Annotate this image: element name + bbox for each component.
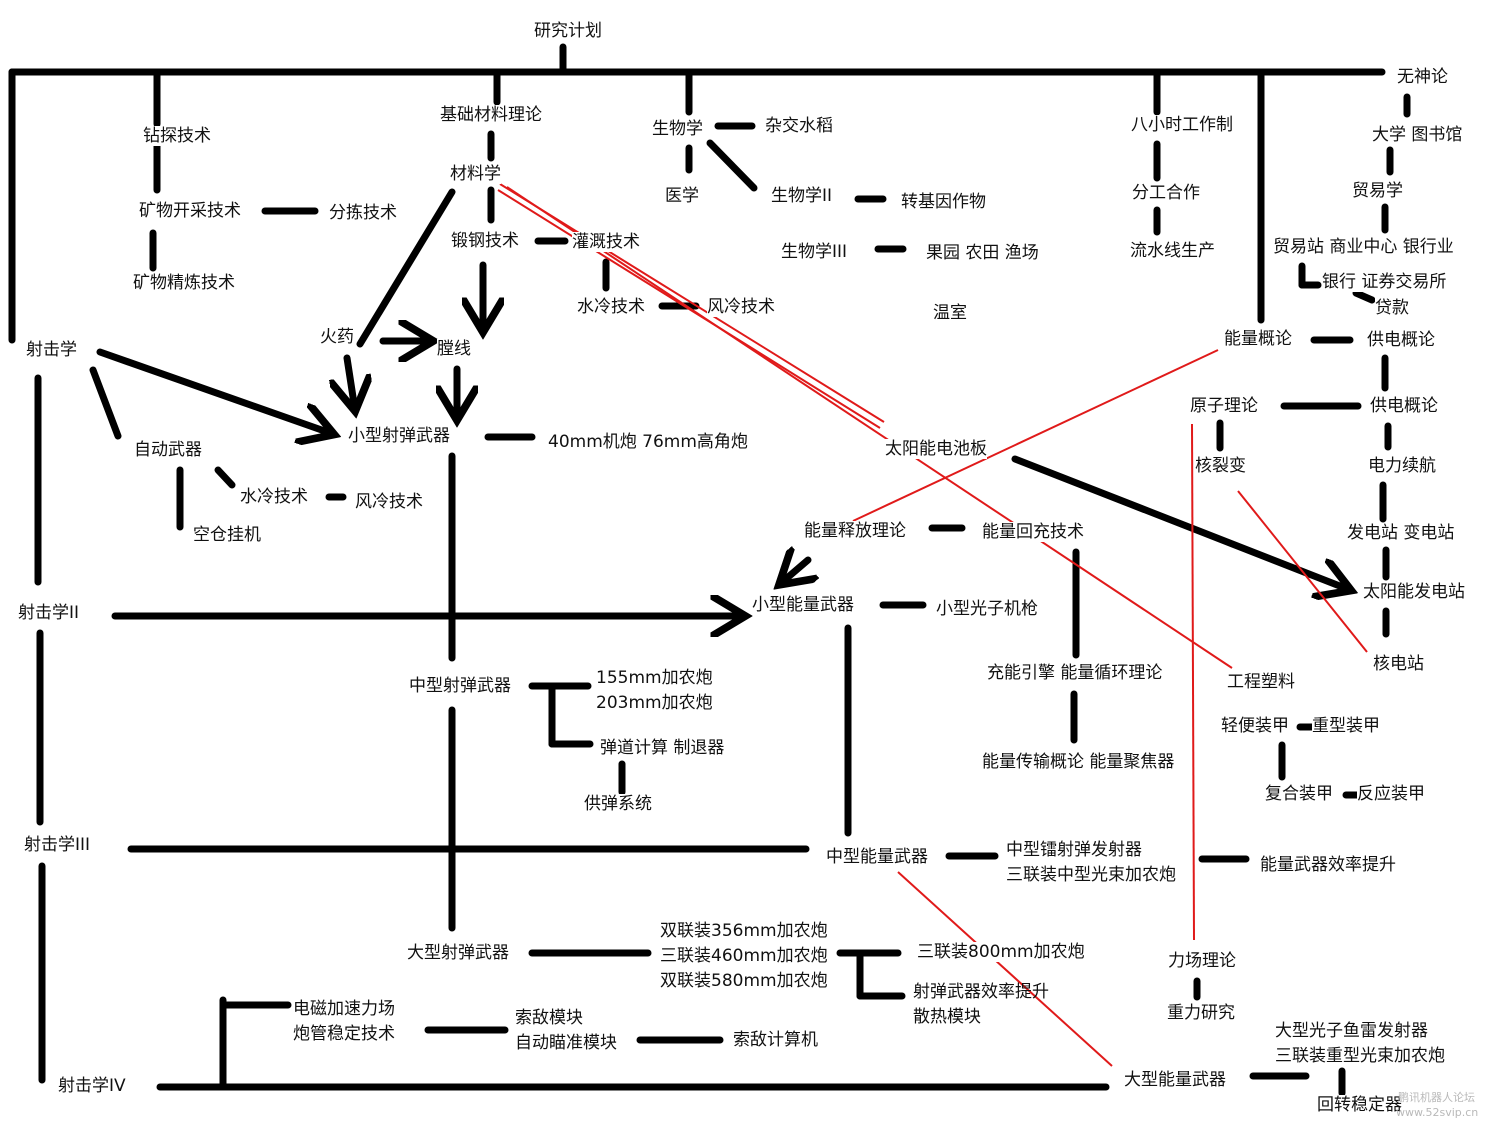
node-composite-armor: 复合装甲 <box>1265 784 1333 804</box>
node-medicine: 医学 <box>665 186 699 206</box>
node-medium-energy: 中型能量武器 <box>826 847 928 867</box>
node-light-armor: 轻便装甲 <box>1221 716 1289 736</box>
node-energy-efficiency: 能量武器效率提升 <box>1260 855 1396 875</box>
node-bank: 银行 证券交易所 <box>1322 272 1447 292</box>
red-link-line <box>852 349 1219 522</box>
node-eight-hour: 八小时工作制 <box>1131 115 1233 135</box>
node-energy-transfer: 能量传输概论 能量聚焦器 <box>982 752 1175 772</box>
red-link-line <box>497 189 881 429</box>
node-fission: 核裂变 <box>1195 456 1246 476</box>
node-guns-medium: 155mm加农炮 203mm加农炮 <box>596 668 713 713</box>
connector-line <box>347 354 355 410</box>
node-division: 分工合作 <box>1132 183 1200 203</box>
node-irrigation: 灌溉技术 <box>572 232 640 252</box>
node-power-intro-2: 供电概论 <box>1370 396 1438 416</box>
node-solar-station: 太阳能发电站 <box>1363 582 1465 602</box>
connector-line <box>89 366 122 440</box>
node-ballistic-calc: 弹道计算 制退器 <box>600 738 725 758</box>
node-large-energy: 大型能量武器 <box>1124 1070 1226 1090</box>
red-link-line <box>1237 490 1368 653</box>
node-target-module: 索敌模块 自动瞄准模块 <box>515 1008 617 1053</box>
connector-line <box>356 188 456 348</box>
connector-line <box>706 139 758 192</box>
node-target-computer: 索敌计算机 <box>733 1030 818 1050</box>
node-water-cooling-2: 水冷技术 <box>240 487 308 507</box>
node-heavy-armor: 重型装甲 <box>1312 716 1380 736</box>
node-sorting: 分拣技术 <box>329 203 397 223</box>
node-small-energy: 小型能量武器 <box>752 595 854 615</box>
node-turrets: 双联装356mm加农炮 三联装460mm加农炮 双联装580mm加农炮 <box>660 921 828 991</box>
connector-line <box>1011 455 1350 590</box>
node-energy-recharge: 能量回充技术 <box>982 522 1084 542</box>
node-power-endurance: 电力续航 <box>1368 456 1436 476</box>
node-shooting-4: 射击学IV <box>58 1076 126 1096</box>
connector-line <box>780 560 808 584</box>
node-atheism: 无神论 <box>1397 67 1448 87</box>
node-trade: 贸易学 <box>1352 181 1403 201</box>
node-materials: 材料学 <box>450 164 501 184</box>
node-forging: 锻钢技术 <box>451 231 519 251</box>
node-rifling: 膛线 <box>437 339 471 359</box>
node-hybrid-rice: 杂交水稻 <box>765 116 833 136</box>
node-medium-ballistic: 中型射弹武器 <box>409 676 511 696</box>
node-drilling: 钻探技术 <box>143 126 211 146</box>
node-gm-crops: 转基因作物 <box>901 192 986 212</box>
node-nuclear-station: 核电站 <box>1373 654 1424 674</box>
node-assembly: 流水线生产 <box>1130 241 1215 261</box>
node-energy-release: 能量释放理论 <box>804 521 906 541</box>
red-link-line <box>1191 423 1195 941</box>
node-biology: 生物学 <box>652 119 703 139</box>
node-auto-weapons: 自动武器 <box>134 440 202 460</box>
red-link-line <box>897 871 1113 1067</box>
node-force-field: 力场理论 <box>1168 951 1236 971</box>
node-rotation: 回转稳定器 <box>1317 1095 1402 1115</box>
red-link-line <box>506 186 1233 669</box>
node-ammo-feed: 供弹系统 <box>584 794 652 814</box>
node-photon-torpedo: 大型光子鱼雷发射器 三联装重型光束加农炮 <box>1275 1021 1445 1066</box>
node-guns-small: 40mm机炮 76mm高角炮 <box>548 432 748 452</box>
node-farms: 果园 农田 渔场 <box>926 243 1039 263</box>
node-radium-launcher: 中型镭射弹发射器 三联装中型光束加农炮 <box>1006 840 1176 885</box>
connector-line <box>214 466 236 489</box>
node-air-cooling-1: 风冷技术 <box>707 297 775 317</box>
node-shooting-3: 射击学III <box>24 835 91 855</box>
connector-line <box>1352 289 1376 304</box>
node-biology-3: 生物学III <box>781 242 848 262</box>
node-basic-materials: 基础材料理论 <box>440 105 542 125</box>
node-water-cooling-1: 水冷技术 <box>577 297 645 317</box>
node-reactive-armor: 反应装甲 <box>1357 784 1425 804</box>
node-energy-intro: 能量概论 <box>1224 329 1292 349</box>
node-air-cooling-2: 风冷技术 <box>355 492 423 512</box>
node-greenhouse: 温室 <box>933 303 967 323</box>
watermark-text: 鹏讯机器人论坛 <box>1398 1091 1475 1104</box>
node-power-intro-1: 供电概论 <box>1367 330 1435 350</box>
connector-line <box>96 348 333 434</box>
node-solar-panel: 太阳能电池板 <box>885 439 987 459</box>
node-biology-2: 生物学II <box>771 186 833 206</box>
node-research-plan: 研究计划 <box>534 21 602 41</box>
node-power-station: 发电站 变电站 <box>1347 523 1455 543</box>
node-engineering-plastic: 工程塑料 <box>1227 672 1295 692</box>
node-university: 大学 图书馆 <box>1372 125 1463 145</box>
node-emag: 电磁加速力场 炮管稳定技术 <box>293 999 395 1044</box>
node-small-ballistic: 小型射弹武器 <box>348 426 450 446</box>
node-triple-800: 三联装800mm加农炮 <box>917 942 1085 962</box>
node-ballistic-efficiency: 射弹武器效率提升 散热模块 <box>913 982 1049 1027</box>
node-charge-engine: 充能引擎 能量循环理论 <box>987 663 1163 683</box>
node-photon-mg: 小型光子机枪 <box>936 599 1038 619</box>
node-gunpowder: 火药 <box>320 327 354 347</box>
node-large-ballistic: 大型射弹武器 <box>407 943 509 963</box>
node-shooting: 射击学 <box>26 340 77 360</box>
node-mining: 矿物开采技术 <box>139 201 241 221</box>
node-trade-station: 贸易站 商业中心 银行业 <box>1273 237 1454 257</box>
watermark-url: www.52svip.cn <box>1396 1106 1479 1119</box>
node-gravity: 重力研究 <box>1167 1003 1235 1023</box>
node-atomic-theory: 原子理论 <box>1190 396 1258 416</box>
node-shooting-2: 射击学II <box>18 603 80 623</box>
node-hangar: 空仓挂机 <box>193 525 261 545</box>
node-loan: 贷款 <box>1375 298 1409 318</box>
node-refining: 矿物精炼技术 <box>133 273 235 293</box>
